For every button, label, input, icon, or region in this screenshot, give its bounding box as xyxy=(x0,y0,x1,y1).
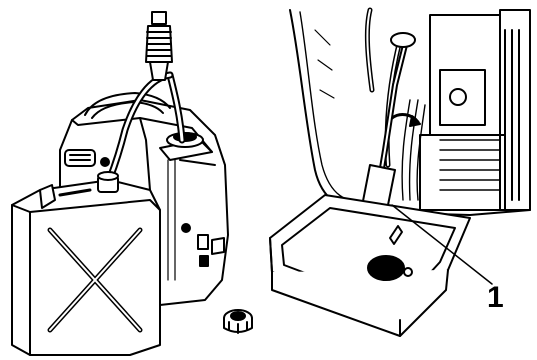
fuel-cap xyxy=(224,310,252,333)
jerrycan xyxy=(12,172,160,355)
callout-1-label: 1 xyxy=(487,283,504,313)
left-funnel xyxy=(146,12,172,80)
drain-tray xyxy=(270,195,470,336)
